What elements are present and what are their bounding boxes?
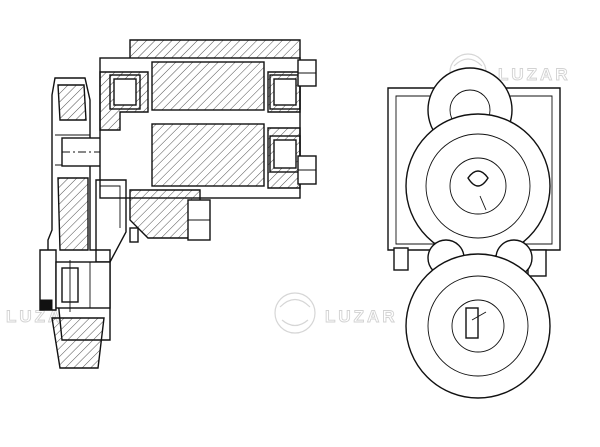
bushing-right-upper (269, 74, 301, 110)
luzar-logo-icon (274, 292, 316, 334)
gear-lower-front (405, 253, 551, 399)
bolt-upper (297, 59, 317, 87)
bushing-right-lower (269, 135, 301, 173)
watermark-text: LUZAR (498, 65, 571, 84)
gear-upper (151, 61, 265, 111)
sectioned-side-view (39, 39, 317, 369)
watermark-middle: LUZAR (274, 292, 398, 334)
bushing-left-upper (109, 74, 141, 110)
plug-bolt (187, 199, 211, 241)
gear-upper-front (405, 113, 551, 259)
gear-lower (151, 123, 265, 187)
outlet-fitting (39, 249, 111, 312)
relief-valve (95, 179, 139, 263)
front-view (387, 67, 561, 399)
bolt-lower (297, 155, 317, 185)
watermark-text: LUZAR (325, 307, 398, 326)
